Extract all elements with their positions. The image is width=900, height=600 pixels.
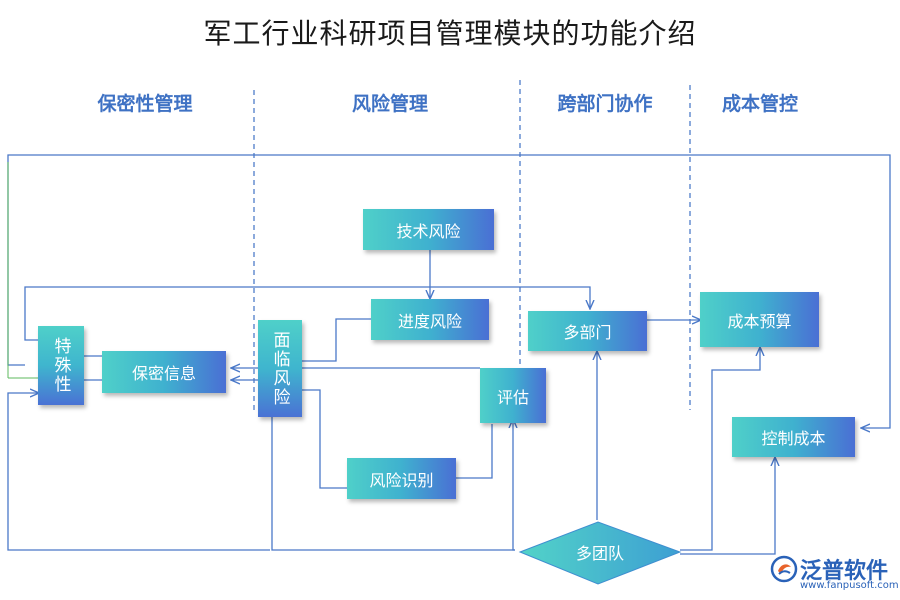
node-cost-budget: 成本预算	[700, 292, 819, 347]
fanpu-logo: 泛普软件 www.fanpusoft.com	[770, 553, 899, 593]
node-progress-risk: 进度风险	[371, 299, 489, 340]
node-multi-dept: 多部门	[528, 311, 647, 351]
multi-team-diamond	[518, 521, 682, 585]
section-cost: 成本管控	[721, 93, 798, 115]
node-tech-risk: 技术风险	[363, 209, 494, 250]
diagram-title: 军工行业科研项目管理模块的功能介绍	[203, 17, 697, 50]
section-cross-dept: 跨部门协作	[557, 93, 653, 115]
node-evaluate: 评估	[480, 368, 546, 423]
node-confidential-info: 保密信息	[102, 351, 226, 393]
node-special: 特殊性	[38, 326, 84, 405]
section-confidentiality: 保密性管理	[97, 93, 193, 115]
section-risk: 风险管理	[351, 93, 428, 115]
node-face-risk: 面临风险	[258, 320, 302, 417]
fanpu-logo-name: 泛普软件	[800, 559, 889, 584]
fanpu-logo-icon	[770, 555, 798, 583]
fanpu-logo-url: www.fanpusoft.com	[800, 580, 899, 591]
node-multi-team: 多团队	[575, 544, 624, 563]
node-risk-identify: 风险识别	[347, 458, 456, 499]
node-control-cost: 控制成本	[732, 417, 855, 457]
